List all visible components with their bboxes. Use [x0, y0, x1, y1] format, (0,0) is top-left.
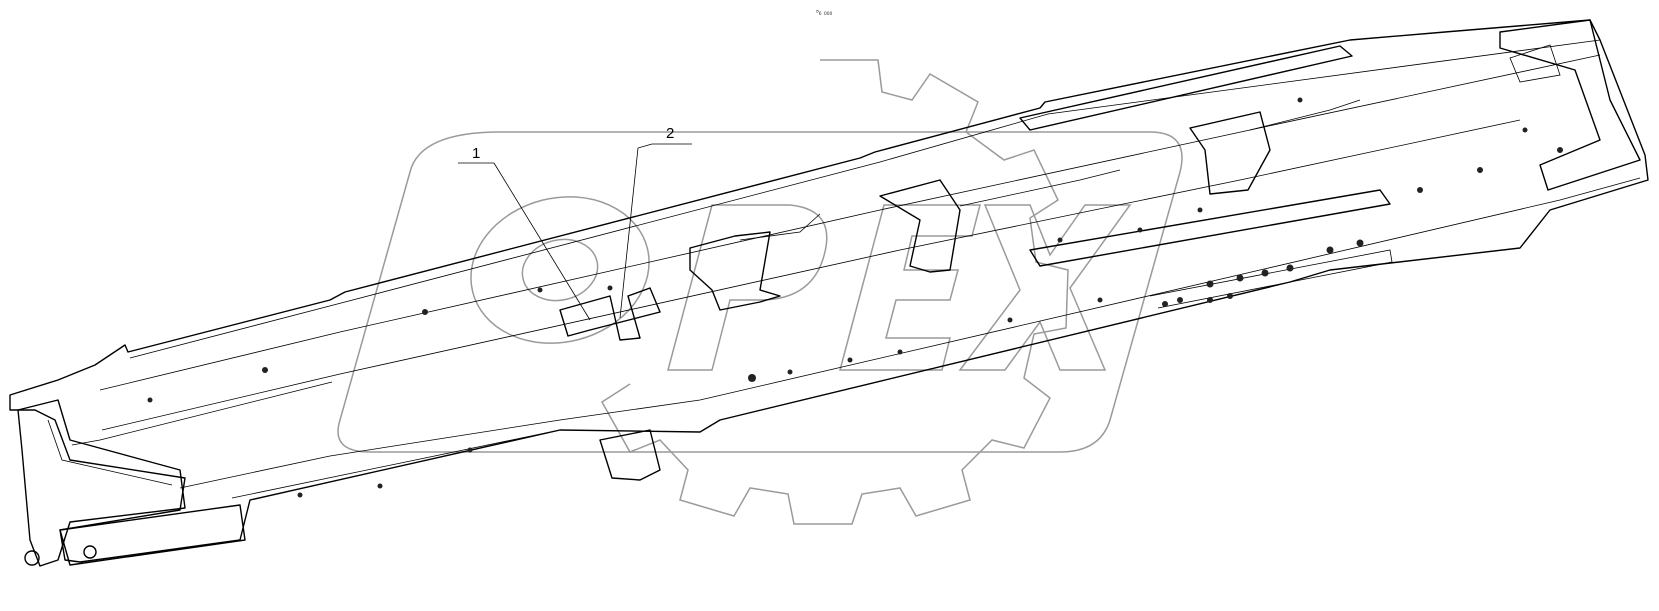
watermark-logo [337, 59, 1183, 525]
callout-1: 1 [458, 145, 591, 321]
watermark-gear [601, 59, 1069, 525]
callout-2-leader [619, 143, 653, 319]
chassis-frame [9, 19, 1649, 567]
callout-2: 2 [619, 125, 692, 319]
crossmember-3 [879, 179, 961, 273]
watermark-letter-o-inner [521, 238, 599, 302]
watermark-letter-e [839, 204, 981, 371]
crossmember-2 [689, 231, 781, 311]
rear-crossmember [1499, 19, 1641, 191]
watermark-letter-o [470, 196, 650, 344]
tow-hook [24, 550, 40, 566]
front-crossmember [17, 399, 186, 567]
crossmember-1 [559, 287, 661, 341]
header-code: ⁸₆ ₀₀₀ [816, 9, 832, 17]
watermark-rounded-frame [337, 131, 1183, 453]
tow-hook-mount [83, 545, 97, 559]
lower-reinforcement-rear [1029, 189, 1391, 267]
callout-1-number: 1 [472, 145, 480, 162]
callout-1-leader [493, 162, 591, 321]
front-bumper-plate [59, 504, 246, 566]
crossmember-4 [1189, 111, 1271, 195]
under-bracket [599, 429, 661, 481]
top-side-rail [9, 19, 1649, 563]
watermark-letter-x [958, 204, 1132, 371]
callout-2-number: 2 [666, 125, 674, 142]
rivet-holes [147, 97, 1563, 498]
upper-reinforcement-rear [1019, 45, 1353, 131]
